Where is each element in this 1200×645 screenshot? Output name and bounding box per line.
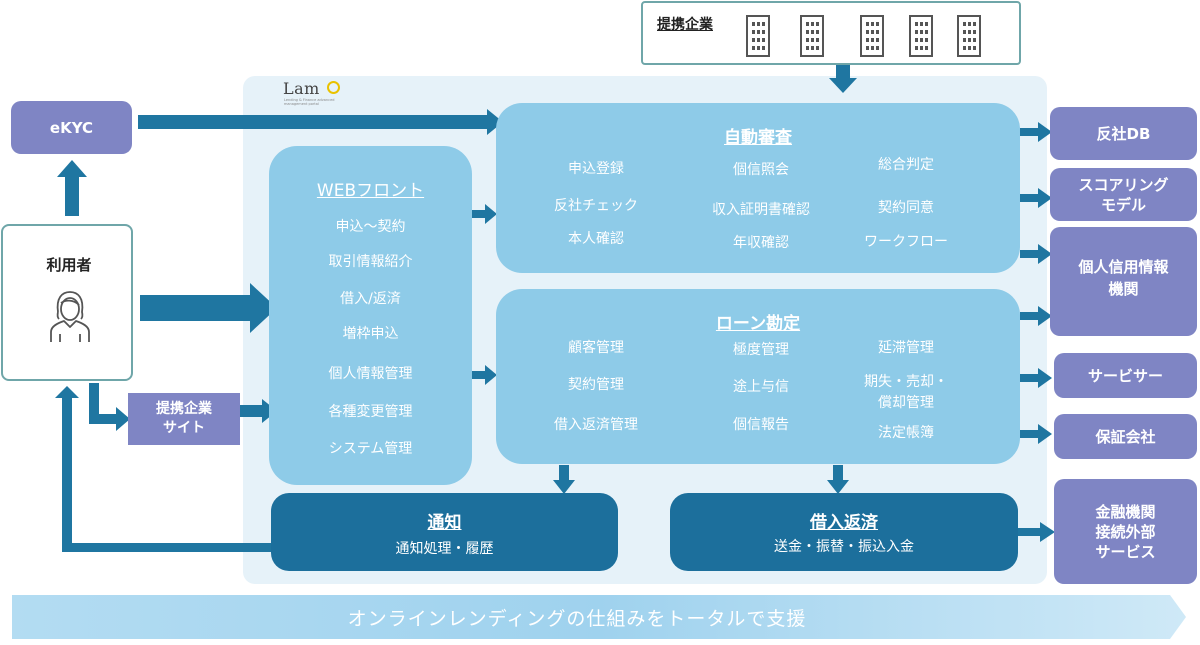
web-front-item: 申込〜契約 [335,219,406,235]
arrow-partner-site-right [240,399,277,423]
auto-review-item: 反社チェック [554,198,638,214]
repay-sub: 送金・振替・振込入金 [774,539,914,555]
arrow-loan-notify [553,465,575,494]
banner-arrow-shape [12,595,1186,639]
web-front-item: 取引情報紹介 [328,254,413,270]
web-front-box: WEBフロント 申込〜契約 取引情報紹介 借入/返済 増枠申込 個人情報管理 各… [269,146,472,485]
external-label: 個人信用情報 機関 [1078,257,1169,298]
ekyc-box: eKYC [11,101,132,154]
loan-title: ローン勘定 [715,314,801,334]
auto-review-title: 自動審査 [724,128,792,148]
external-guarantee-company: 保証会社 [1054,414,1197,459]
web-front-item: システム管理 [328,441,413,457]
auto-review-item: 総合判定 [878,157,934,173]
partner-title: 提携企業 [657,17,713,33]
external-credit-bureau: 個人信用情報 機関 [1050,227,1197,336]
building-icon [746,15,770,57]
web-front-item: 各種変更管理 [328,404,413,420]
loan-item: 個信報告 [733,417,789,433]
arrow-loan-repay [827,465,849,494]
partner-site-box: 提携企業 サイト [128,393,240,445]
arrow-ekyc-right [138,109,503,135]
building-icon [800,15,824,57]
loan-item: 法定帳簿 [878,425,934,441]
auto-review-item: 個信照会 [733,162,789,178]
arrow-to-servicer [1020,368,1052,388]
logo-p-mark [327,81,340,94]
auto-review-box: 自動審査 申込登録 個信照会 総合判定 反社チェック 収入証明書確認 契約同意 … [496,103,1020,273]
loan-item: 契約管理 [568,377,624,393]
web-front-item: 個人情報管理 [328,366,413,382]
notify-sub: 通知処理・履歴 [395,541,494,557]
loan-account-box: ローン勘定 顧客管理 極度管理 延滞管理 契約管理 途上与信 期失・売却・ 償却… [496,289,1020,464]
arrow-to-credit [1020,244,1052,264]
loan-item: 延滞管理 [878,340,934,356]
auto-review-item: 収入証明書確認 [712,202,810,218]
external-label: スコアリング モデル [1078,175,1169,214]
building-icon [909,15,933,57]
loan-item: 期失・売却・ 償却管理 [864,374,948,411]
external-bank-connection: 金融機関 接続外部 サービス [1054,479,1197,584]
logo-word: Lam [283,79,320,98]
web-front-item: 借入/返済 [340,291,401,307]
person-icon [50,291,90,342]
user-title: 利用者 [46,256,92,274]
arrow-to-scoring [1020,188,1052,208]
auto-review-item: 年収確認 [733,235,789,251]
repay-title: 借入返済 [810,513,878,533]
web-front-item: 増枠申込 [342,326,399,342]
notify-title: 通知 [427,513,462,533]
arrow-user-up [57,160,87,216]
building-icon [860,15,884,57]
loan-item: 借入返済管理 [554,417,638,433]
arrow-to-credit2 [1020,306,1052,326]
arrow-partner-down [829,65,857,93]
external-servicer: サービサー [1054,353,1197,398]
arrow-user-partner-site [89,383,130,431]
partner-site-line2: サイト [163,420,205,436]
auto-review-item: 申込登録 [568,161,624,177]
external-hansha-db: 反社DB [1050,107,1197,160]
arrow-to-bank [1018,522,1055,542]
web-front-title: WEBフロント [316,181,425,201]
building-icon [957,15,981,57]
user-box: 利用者 [1,224,133,381]
repayment-box: 借入返済 送金・振替・振込入金 [670,493,1018,571]
lamp-logo: Lam Lending & Finance advanced managemen… [283,79,353,109]
auto-review-item: 本人確認 [568,231,624,247]
loan-item: 顧客管理 [568,340,624,356]
external-label: 金融機関 接続外部 サービス [1095,502,1156,561]
external-label: サービサー [1087,366,1163,385]
loan-item: 極度管理 [733,342,789,358]
loan-item: 途上与信 [733,379,789,395]
external-label: 保証会社 [1095,427,1156,446]
arrow-to-guarantee [1020,424,1052,444]
external-scoring-model: スコアリング モデル [1050,168,1197,221]
partner-site-line1: 提携企業 [156,401,212,417]
arrow-to-hansha [1020,122,1052,142]
external-label: 反社DB [1096,124,1151,143]
arrow-web-auto [471,204,497,224]
notify-box: 通知 通知処理・履歴 [271,493,618,571]
logo-tagline: Lending & Finance advanced management po… [284,98,335,106]
auto-review-item: ワークフロー [864,234,948,250]
auto-review-item: 契約同意 [878,200,934,216]
arrow-user-right [140,283,277,333]
arrow-web-loan [471,365,497,385]
banner-text: オンラインレンディングの仕組みをトータルで支援 [347,607,807,630]
